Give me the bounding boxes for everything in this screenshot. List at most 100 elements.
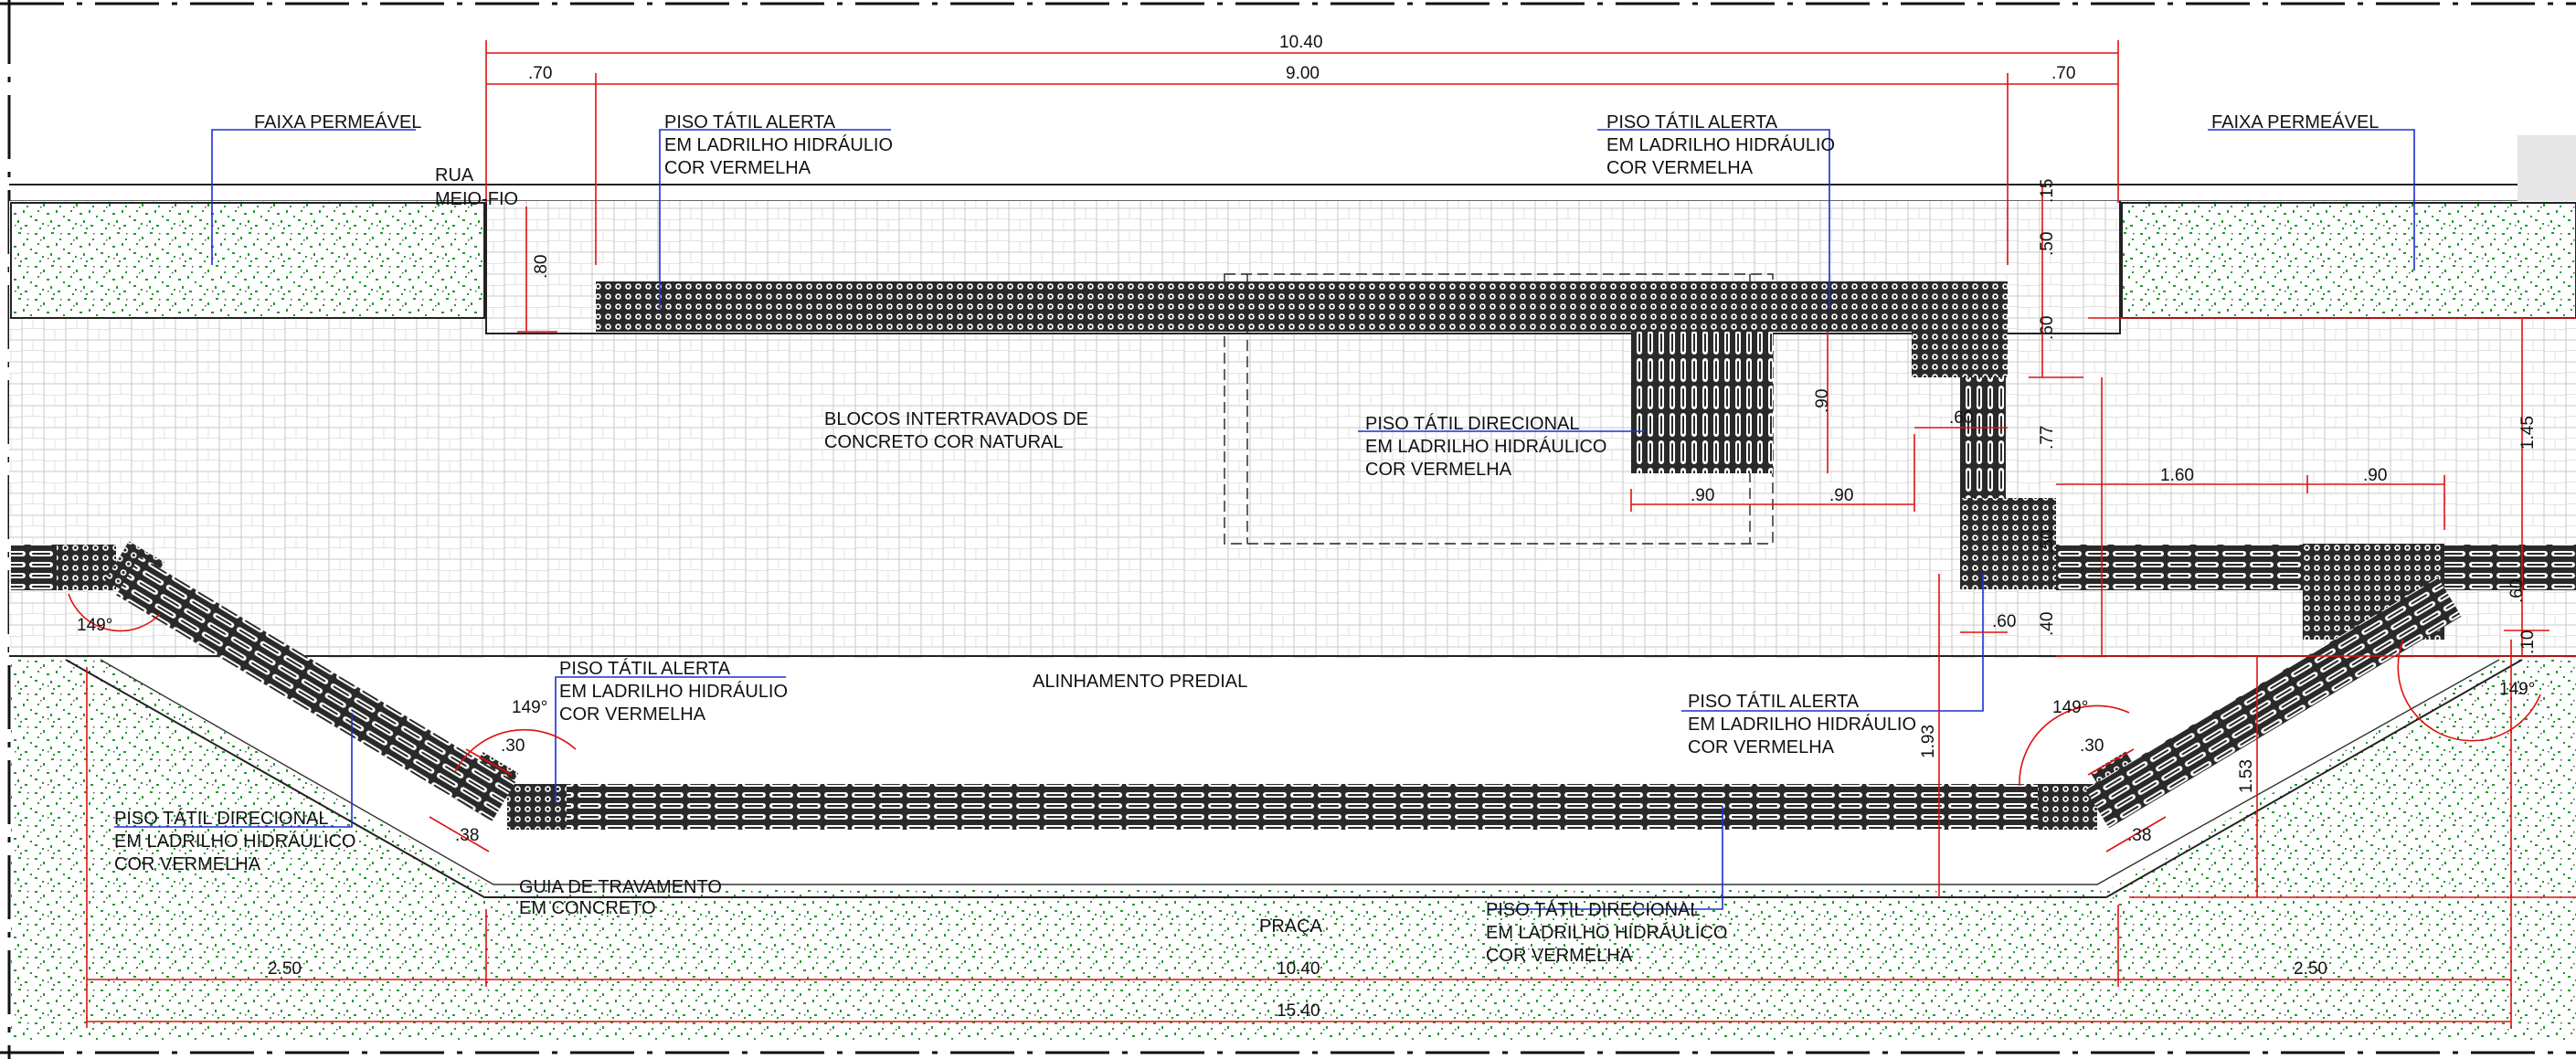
svg-text:EM LADRILHO HIDRÁULIO: EM LADRILHO HIDRÁULIO [1688, 714, 1916, 735]
directional-v-center [1631, 332, 1773, 473]
plaza-left [11, 660, 493, 888]
plaza-right [2111, 660, 2576, 888]
svg-text:EM LADRILHO HIDRÁULICO: EM LADRILHO HIDRÁULICO [1486, 922, 1728, 943]
dim-38a: .38 [455, 826, 479, 845]
dim-10: .10 [2518, 630, 2538, 654]
dim-angle-right: 149° [2499, 680, 2535, 699]
dim-30a: .30 [501, 736, 525, 756]
label-alerta-mid-right: PISO TÁTIL ALERTA EM LADRILHO HIDRÁULIO … [1688, 691, 1916, 757]
dim-right-offset: .70 [2051, 64, 2075, 83]
svg-text:EM LADRILHO HIDRÁULIO: EM LADRILHO HIDRÁULIO [664, 134, 893, 155]
leader-alerta-top-right [1597, 129, 1830, 309]
leader-faixa-left [211, 129, 416, 265]
street-block-gray [2518, 135, 2576, 201]
leader-direcional-left [114, 713, 353, 828]
svg-text:PISO TÁTIL DIRECIONAL: PISO TÁTIL DIRECIONAL [1365, 413, 1580, 434]
label-direcional-center: PISO TÁTIL DIRECIONAL EM LADRILHO HIDRÁU… [1365, 413, 1607, 480]
svg-text:COR VERMELHA: COR VERMELHA [1606, 158, 1754, 178]
svg-text:BLOCOS INTERTRAVADOS DE: BLOCOS INTERTRAVADOS DE [824, 409, 1088, 429]
dim-90h1: .90 [1691, 486, 1714, 505]
leader-alerta-top-left [659, 129, 891, 309]
dim-bottom-left: 2.50 [268, 959, 302, 979]
svg-text:EM LADRILHO HIDRÁULICO: EM LADRILHO HIDRÁULICO [114, 831, 356, 852]
label-faixa-permeavel-right: FAIXA PERMEÁVEL [2211, 111, 2379, 132]
label-alerta-top-right: PISO TÁTIL ALERTA EM LADRILHO HIDRÁULIO … [1606, 111, 1835, 178]
dim-span: 9.00 [1286, 64, 1320, 83]
dim-bottom-right: 2.50 [2294, 959, 2327, 979]
svg-text:EM LADRILHO HIDRÁULICO: EM LADRILHO HIDRÁULICO [1365, 436, 1607, 457]
directional-h-left [11, 545, 57, 590]
plaza-curb-inner [100, 659, 2500, 885]
leader-alerta-mid-left [555, 676, 786, 804]
dim-77: .77 [2038, 426, 2057, 450]
alert-strip-top [596, 281, 2008, 332]
permeable-strip-left [10, 202, 485, 319]
dim-60d: .60 [1992, 612, 2016, 631]
dim-38b: .38 [2127, 826, 2151, 845]
dim-145: 1.45 [2518, 416, 2538, 450]
dim-40: .40 [2038, 612, 2057, 636]
dim-15: .15 [2038, 179, 2057, 203]
label-alinhamento: ALINHAMENTO PREDIAL [1033, 672, 1247, 692]
svg-text:PISO TÁTIL ALERTA: PISO TÁTIL ALERTA [664, 111, 836, 132]
label-faixa-permeavel-left: FAIXA PERMEÁVEL [254, 111, 421, 132]
svg-text:PISO TÁTIL DIRECIONAL: PISO TÁTIL DIRECIONAL [114, 808, 329, 829]
svg-text:PISO TÁTIL ALERTA: PISO TÁTIL ALERTA [1606, 111, 1778, 132]
label-meio-fio: MEIO-FIO [435, 189, 518, 209]
dim-50a: .50 [2038, 232, 2057, 256]
svg-text:COR VERMELHA: COR VERMELHA [559, 704, 706, 725]
svg-text:PISO TÁTIL DIRECIONAL: PISO TÁTIL DIRECIONAL [1486, 899, 1701, 920]
directional-diag-right [2085, 577, 2462, 829]
dim-total-top: 10.40 [1279, 33, 1323, 52]
plaza-bottom [11, 888, 2576, 1042]
svg-text:GUIA DE TRAVAMENTO: GUIA DE TRAVAMENTO [519, 877, 722, 897]
dim-left-offset: .70 [528, 64, 552, 83]
label-alerta-top-left: PISO TÁTIL ALERTA EM LADRILHO HIDRÁULIO … [664, 111, 893, 178]
dim-angle-left: 149° [77, 616, 112, 635]
svg-text:EM LADRILHO HIDRÁULIO: EM LADRILHO HIDRÁULIO [1606, 134, 1835, 155]
label-direcional-left: PISO TÁTIL DIRECIONAL EM LADRILHO HIDRÁU… [114, 808, 356, 874]
directional-h-bottom [567, 784, 2038, 830]
label-blocos: BLOCOS INTERTRAVADOS DE CONCRETO COR NAT… [824, 409, 1088, 452]
alert-block-left [57, 545, 116, 590]
label-guia: GUIA DE TRAVAMENTO EM CONCRETO [519, 877, 722, 918]
dim-153: 1.53 [2237, 759, 2256, 793]
svg-text:COR VERMELHA: COR VERMELHA [664, 158, 811, 178]
svg-text:CONCRETO COR NATURAL: CONCRETO COR NATURAL [824, 432, 1064, 452]
dim-80: .80 [532, 255, 551, 279]
permeable-strip-right [2121, 202, 2576, 319]
dim-bottom-total: 15.40 [1277, 1001, 1320, 1021]
dim-60a: .60 [2038, 316, 2057, 340]
dimension-lines [68, 40, 2576, 1028]
directional-v-right [1960, 377, 2006, 498]
svg-text:COR VERMELHA: COR VERMELHA [114, 854, 261, 874]
dim-angle-mid-left: 149° [512, 698, 547, 717]
dim-60b: .60 [1949, 408, 1973, 428]
alert-block-right-b [1960, 498, 2056, 589]
dim-angle-mid-right: 149° [2052, 698, 2088, 717]
ramp-cutout [485, 201, 2121, 334]
leader-direcional-bottom [1488, 806, 1723, 910]
plaza-curb [65, 659, 2523, 898]
dim-90h3: .90 [2363, 466, 2387, 485]
leader-alerta-mid-right [1681, 574, 1984, 712]
svg-text:PISO TÁTIL ALERTA: PISO TÁTIL ALERTA [559, 658, 731, 679]
label-alerta-mid-left: PISO TÁTIL ALERTA EM LADRILHO HIDRÁULIO … [559, 658, 788, 725]
directional-h-right [2056, 545, 2303, 590]
svg-text:COR VERMELHA: COR VERMELHA [1486, 946, 1633, 966]
svg-text:COR VERMELHA: COR VERMELHA [1688, 737, 1835, 757]
dim-90h2: .90 [1829, 486, 1853, 505]
label-praca: PRAÇA [1259, 916, 1323, 937]
directional-h-right-end [2444, 545, 2576, 590]
dim-60c: .60 [2507, 579, 2527, 603]
directional-diag-left [116, 556, 516, 821]
label-direcional-bottom: PISO TÁTIL DIRECIONAL EM LADRILHO HIDRÁU… [1486, 899, 1728, 966]
dim-193: 1.93 [1919, 725, 1938, 758]
dim-50b: .50 [2038, 530, 2057, 554]
dim-bottom-center: 10.40 [1277, 959, 1320, 979]
alert-block-right-a [1912, 332, 2008, 377]
dim-30b: .30 [2080, 736, 2104, 756]
leader-faixa-right [2208, 129, 2415, 270]
